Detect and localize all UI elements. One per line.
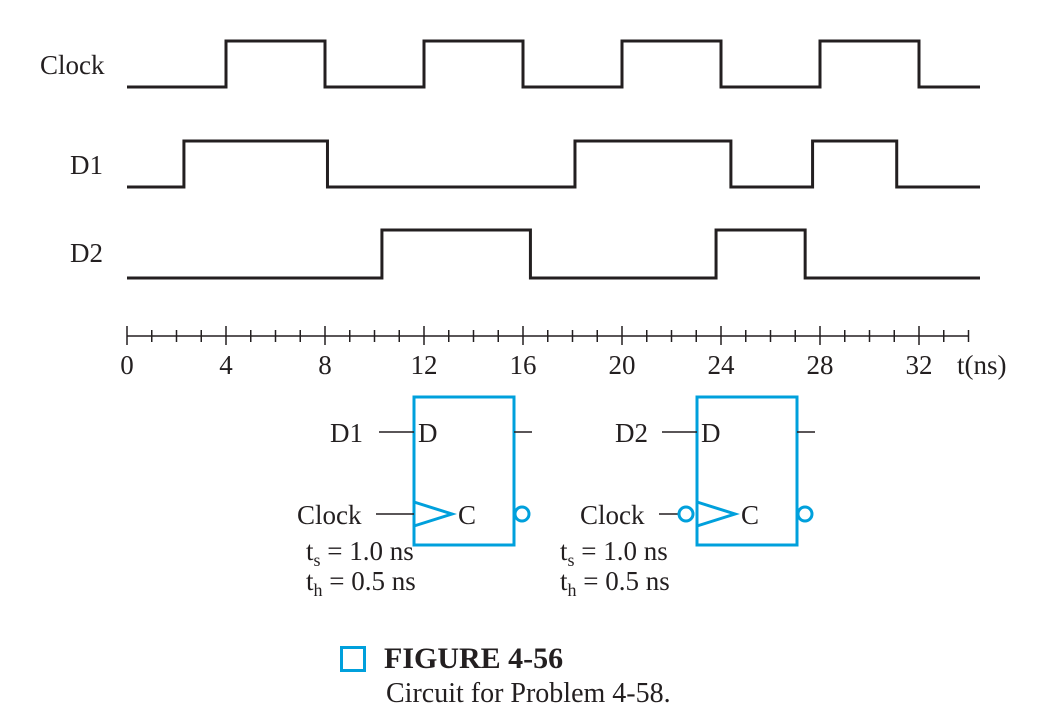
axis-tick-label: 8 [318, 350, 332, 380]
flipflop-2: D2 D Clock C ts = 1.0 ns th = 0.5 ns [560, 395, 815, 600]
flipflop-2-setup-time: ts = 1.0 ns [560, 536, 668, 570]
signal-label-d2: D2 [70, 238, 103, 268]
flipflop-2-d-input-label: D2 [615, 418, 648, 448]
flipflop-2-hold-time: th = 0.5 ns [560, 566, 670, 600]
axis-tick-label: 20 [609, 350, 636, 380]
flipflop-1-setup-time: ts = 1.0 ns [306, 536, 414, 570]
flipflop-2-q-bar-bubble [796, 505, 814, 523]
flipflop-1-hold-time: th = 0.5 ns [306, 566, 416, 600]
flipflop-2-body [695, 395, 799, 547]
flipflop-1-d-pin-label: D [418, 418, 438, 448]
time-axis: 0 4 8 12 16 20 24 28 32 t(ns) [120, 326, 1007, 380]
flipflop-1-q-bar-bubble [513, 505, 531, 523]
flipflop-2-clock-inversion-bubble [677, 505, 695, 523]
waveform-d1 [127, 139, 980, 189]
axis-tick-label: 28 [807, 350, 834, 380]
flipflop-1-clock-edge-triangle [413, 500, 457, 528]
signal-label-clock: Clock [40, 50, 105, 80]
flipflop-2-clock-input-label: Clock [580, 500, 645, 530]
flipflop-2-c-pin-label: C [741, 500, 759, 530]
timing-diagram-figure: Clock D1 D2 0 4 8 12 16 20 24 28 32 t(ns) D1 D C… [40, 39, 1007, 600]
axis-tick-label: 12 [411, 350, 438, 380]
flipflop-1-d-input-label: D1 [330, 418, 363, 448]
signal-label-d1: D1 [70, 150, 103, 180]
flipflop-1: D1 D Clock C ts = 1.0 ns th = 0.5 ns [297, 395, 532, 600]
figure-caption-title-row: FIGURE 4-56 [340, 640, 671, 678]
axis-tick-label: 16 [510, 350, 537, 380]
figure-caption: FIGURE 4-56 Circuit for Problem 4-58. [340, 640, 671, 710]
waveform-clock [127, 39, 980, 89]
flipflop-1-c-pin-label: C [458, 500, 476, 530]
axis-tick-label: 4 [219, 350, 233, 380]
time-axis-unit-label: t(ns) [957, 350, 1007, 380]
axis-tick-label: 0 [120, 350, 134, 380]
caption-square-icon [340, 646, 366, 672]
axis-tick-label: 24 [708, 350, 736, 380]
flipflop-2-d-pin-label: D [701, 418, 721, 448]
axis-tick-label: 32 [906, 350, 933, 380]
flipflop-2-clock-edge-triangle [696, 500, 740, 528]
waveform-d2 [127, 228, 980, 280]
figure-caption-title: FIGURE 4-56 [384, 642, 564, 675]
flipflop-1-clock-input-label: Clock [297, 500, 362, 530]
flipflop-1-body [412, 395, 516, 547]
figure-caption-text: Circuit for Problem 4-58. [386, 678, 671, 709]
